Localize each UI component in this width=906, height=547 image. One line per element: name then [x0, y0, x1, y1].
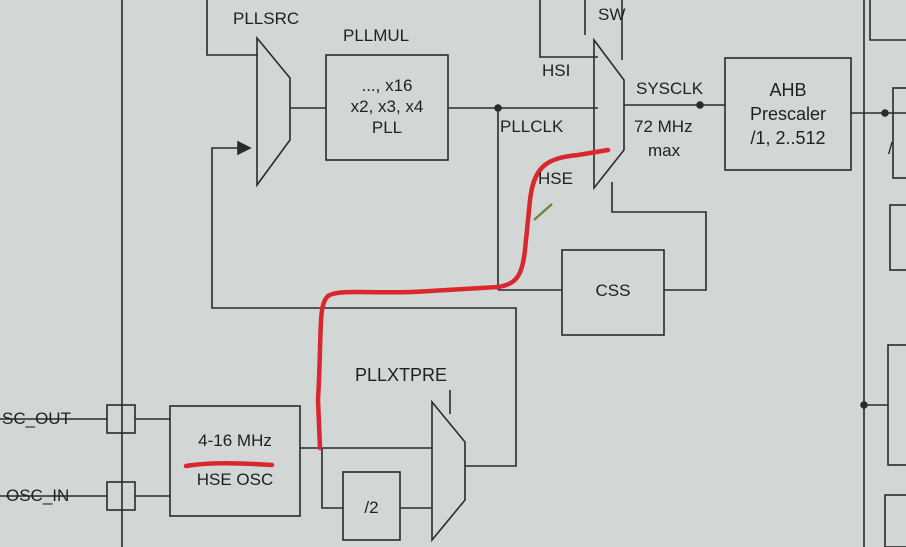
hse-highlight-path	[315, 147, 611, 451]
pllxtpre-label: PLLXTPRE	[355, 365, 448, 385]
freq-label: 72 MHz	[634, 117, 693, 136]
ahb-ratios: /1, 2..512	[750, 128, 826, 148]
hsi-line	[539, 0, 598, 58]
right-block-2	[889, 204, 906, 271]
ahb-title: AHB	[769, 80, 807, 100]
right-top-block	[869, 0, 906, 41]
osc-in-pin	[106, 481, 136, 511]
right-slash-mark: /	[888, 139, 893, 158]
css-box	[561, 249, 665, 336]
hse-to-div2-line	[321, 448, 343, 509]
right-block-4	[884, 494, 906, 547]
freq-max-label: max	[648, 141, 681, 160]
ahb-subtitle: Prescaler	[749, 104, 827, 124]
ahb-output-junction	[881, 109, 889, 117]
right-link-junction	[860, 401, 868, 409]
pllsrc-mux	[256, 35, 291, 188]
sw-label: SW	[598, 5, 626, 24]
pllsrc-label: PLLSRC	[233, 9, 300, 28]
sysclk-junction	[696, 101, 704, 109]
hse-osc-box	[169, 405, 301, 517]
hse-label: HSE	[538, 169, 573, 188]
pllxtpre-mux	[431, 399, 466, 543]
pll-box-text: ..., x16 x2, x3, x4 PLL	[326, 75, 448, 138]
osc-in-label: OSC_IN	[6, 486, 70, 505]
ahb-prescaler-box	[724, 57, 852, 171]
pllmul-label: PLLMUL	[343, 26, 410, 45]
css-loop-line	[611, 182, 707, 291]
css-label: CSS	[595, 281, 631, 300]
sysclk-label: SYSCLK	[636, 79, 704, 98]
pll-multipliers-high: ..., x16	[361, 76, 413, 95]
osc-name-label: HSE OSC	[196, 470, 274, 489]
hsi-label: HSI	[542, 61, 571, 80]
sw-mux	[593, 37, 625, 191]
pllsrc-input-arrow	[237, 140, 252, 156]
pll-title: PLL	[371, 118, 403, 137]
osc-out-label: SC_OUT	[2, 409, 71, 428]
osc-range-label: 4-16 MHz	[198, 431, 272, 450]
div2-box	[342, 471, 401, 541]
right-block-3	[887, 344, 906, 466]
osc-range-underline	[183, 461, 275, 469]
osc-out-pin	[106, 404, 136, 434]
pllxtpre-feedback-line	[211, 147, 517, 467]
div2-label: /2	[364, 498, 379, 517]
right-block-1	[892, 87, 906, 179]
pllsrc-top-input-line	[206, 0, 258, 56]
ahb-box-text: AHB Prescaler /1, 2..512	[725, 78, 851, 150]
pll-multipliers-low: x2, x3, x4	[350, 97, 424, 116]
pllclk-label: PLLCLK	[500, 117, 564, 136]
hse-check-mark	[533, 203, 553, 221]
